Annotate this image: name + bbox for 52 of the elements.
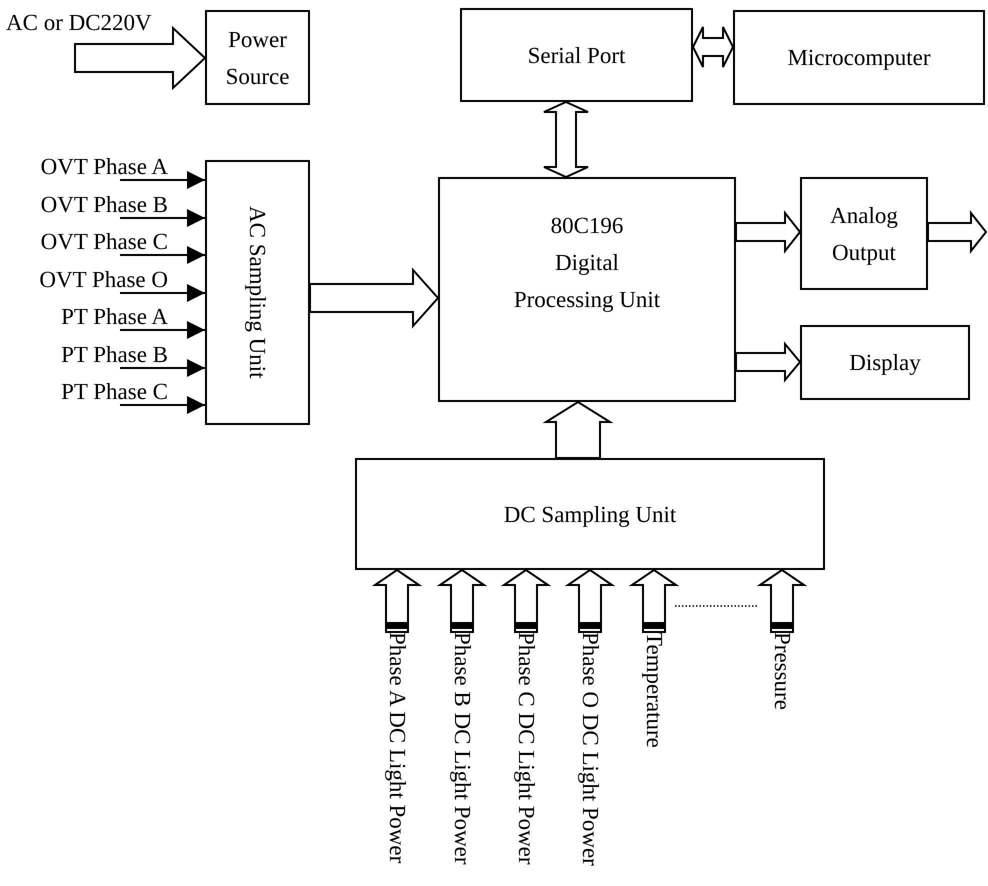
process-box: [205, 160, 310, 425]
block-arrow: [372, 568, 422, 633]
arrow: [120, 359, 205, 377]
box-label: Display: [849, 349, 921, 377]
process-box: [460, 8, 693, 102]
block-arrow: [436, 568, 488, 633]
block-arrow: [542, 400, 614, 459]
arrow: [120, 284, 205, 302]
process-box: [355, 458, 825, 570]
block-arrow: [309, 267, 440, 329]
signal-label: Phase B DC Light Power: [449, 632, 475, 865]
box-label: Microcomputer: [787, 44, 931, 72]
block-arrow: [735, 210, 802, 254]
process-box: [205, 10, 310, 105]
block-arrow: [628, 568, 680, 633]
box-label: DC Sampling Unit: [504, 500, 676, 529]
process-box: [800, 177, 928, 290]
box-label: Serial Port: [528, 42, 626, 70]
block-arrow: [927, 210, 988, 254]
signal-label: OVT Phase C: [18, 229, 168, 255]
block-arrow: [564, 568, 616, 633]
arrow: [120, 209, 205, 227]
block-arrow: [500, 568, 552, 633]
arrow: [120, 396, 205, 414]
arrow: [120, 171, 205, 189]
block-arrow: [543, 100, 589, 178]
signal-label: PT Phase B: [18, 342, 168, 368]
process-box: [733, 10, 985, 105]
block-arrow: [735, 341, 802, 383]
signal-label: Phase O DC Light Power: [577, 632, 603, 866]
arrow: [120, 246, 205, 264]
box-label: 80C196: [550, 212, 624, 240]
signal-label: Phase C DC Light Power: [513, 632, 539, 865]
signal-label: OVT Phase A: [18, 154, 168, 180]
block-arrow: [74, 26, 206, 90]
signal-label: PT Phase C: [18, 379, 168, 405]
process-box: [800, 325, 970, 400]
box-label: Analog Output: [829, 202, 899, 267]
signal-label: OVT Phase B: [18, 192, 168, 218]
box-label: AC Sampling Unit: [244, 206, 271, 379]
signal-label: Pressure: [769, 632, 795, 710]
arrow: [120, 321, 205, 339]
box-label: Digital Processing Unit: [512, 249, 662, 314]
signal-label: OVT Phase O: [18, 267, 168, 293]
block-arrow: [692, 26, 734, 68]
signal-label: Temperature: [641, 632, 667, 748]
box-label: Power Source: [224, 26, 290, 90]
signal-label: Phase A DC Light Power: [384, 632, 410, 864]
signal-label: PT Phase A: [18, 304, 168, 330]
block-arrow: [756, 568, 808, 633]
signal-label: AC or DC220V: [6, 10, 171, 40]
process-box: [438, 177, 736, 402]
